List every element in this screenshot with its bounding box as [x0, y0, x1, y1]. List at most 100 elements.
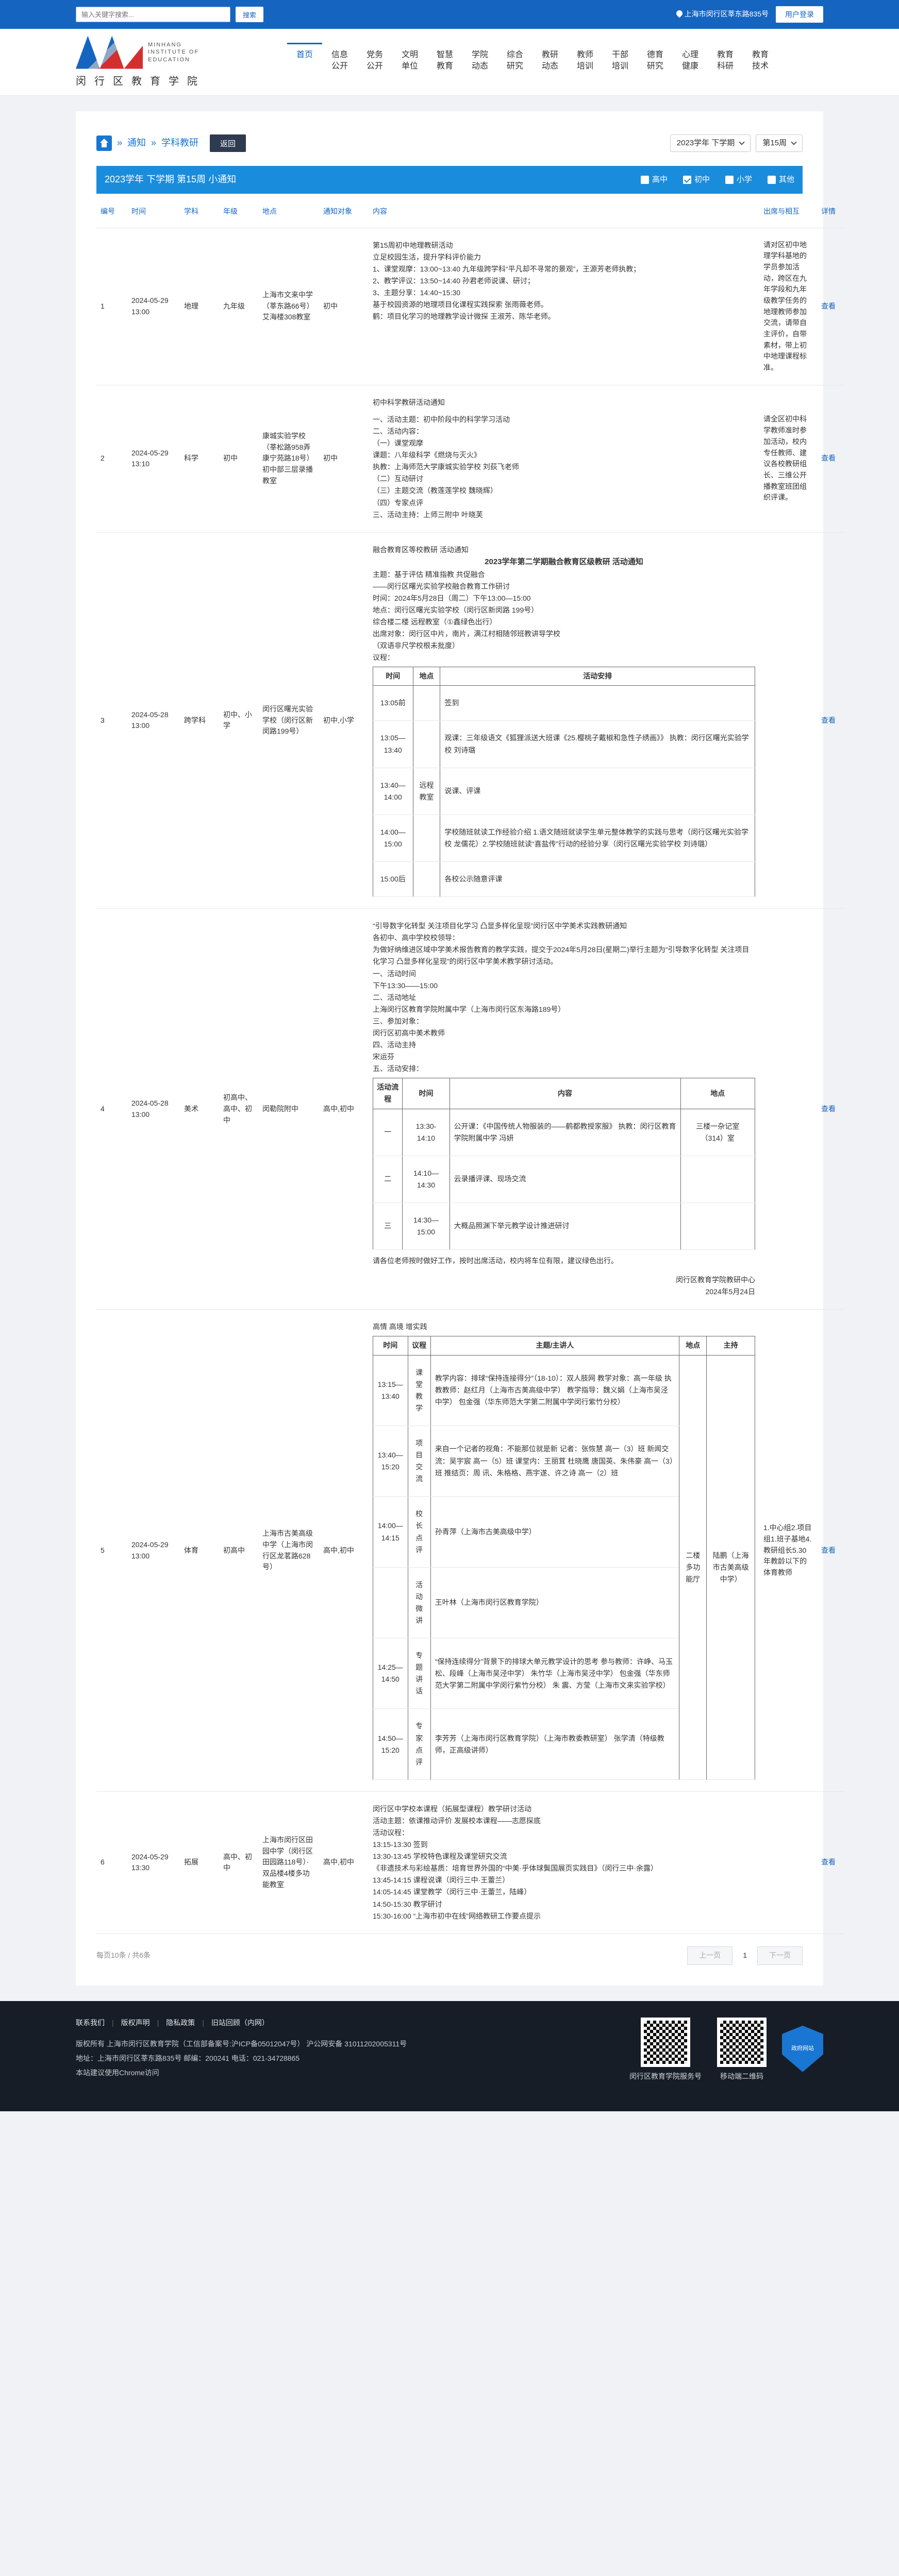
level-checkbox-3[interactable]: 其他 — [767, 174, 794, 185]
view-detail-link[interactable]: 查看 — [821, 1858, 836, 1867]
nav-item-13[interactable]: 教育技术 — [743, 43, 778, 82]
checkbox-icon[interactable] — [682, 176, 691, 184]
footer-link-separator: | — [112, 2018, 114, 2027]
week-select[interactable]: 第15周 — [756, 134, 803, 152]
level-checkbox-0[interactable]: 高中 — [640, 174, 668, 185]
level-checkbox-1[interactable]: 初中 — [682, 174, 710, 185]
agenda-content: 教学内容：排球“保持连接得分”（18-10）：双人肢网 教学对象：高一年级 执教… — [430, 1354, 680, 1426]
nav-item-9[interactable]: 干部培训 — [603, 43, 638, 82]
cell-grade: 初高中 — [219, 1309, 258, 1792]
cell-place: 上海市古美高级中学（上海市闵行区龙茗路628号） — [258, 1309, 319, 1792]
breadcrumb-notice[interactable]: 通知 — [127, 138, 146, 148]
nav-item-7[interactable]: 教研动态 — [532, 43, 568, 82]
view-detail-link[interactable]: 查看 — [821, 454, 836, 463]
agenda-header-cell: 活动流程 — [372, 1078, 403, 1109]
agenda-item: 课堂教学 — [407, 1354, 431, 1426]
level-checkbox-2[interactable]: 小学 — [725, 174, 752, 185]
gov-badge-icon[interactable]: 政府网站 — [782, 2025, 823, 2072]
banner-title: 2023学年 下学期 第15周 小通知 — [105, 174, 237, 185]
footer-link[interactable]: 旧站回顾（内网） — [211, 2018, 269, 2027]
content-line: 各初中、高中学校校领导： — [373, 934, 459, 942]
nav-item-6[interactable]: 综合研究 — [497, 43, 532, 82]
logo-en-text: MINHANG INSTITUTE OF EDUCATION — [148, 42, 199, 63]
nav-item-1[interactable]: 信息公开 — [322, 43, 357, 82]
cell-place: 上海市闵行区田园中学（闵行区田园路118号）·双品楼4楼多功能教室 — [258, 1791, 319, 1934]
content-title: 2023学年第二学期融合教育区级教研 活动通知 — [485, 557, 643, 566]
nav-item-label: 德育研究 — [646, 50, 663, 71]
nav-item-0[interactable]: 首页 — [287, 43, 322, 82]
nav-item-5[interactable]: 学院动态 — [462, 43, 497, 82]
view-detail-link[interactable]: 查看 — [821, 716, 836, 724]
view-detail-link[interactable]: 查看 — [821, 301, 836, 310]
agenda-time: 13:05前 — [373, 685, 413, 721]
agenda-content: 大概品照渊下举元教学设计推进研讨 — [449, 1202, 681, 1250]
next-page-button[interactable]: 下一页 — [757, 1946, 803, 1965]
cell-content: 闵行区中学校本课程（拓展型课程）教学研讨活动活动主题：依课推动评价 发展校本课程… — [369, 1791, 759, 1934]
agenda-time: 14:00—14:15 — [373, 1496, 408, 1568]
home-icon[interactable] — [96, 135, 112, 151]
site-logo[interactable]: MINHANG INSTITUTE OF EDUCATION 闵行区教育学院 — [76, 36, 241, 89]
agenda-step: 一 — [372, 1108, 403, 1156]
content-line: （四）专家点评 — [373, 498, 423, 507]
top-bar: 搜索 上海市闵行区莘东路835号 用户登录 — [0, 0, 899, 29]
agenda-time — [373, 1567, 408, 1639]
content-line: 一、活动主题：初中阶段中的科学学习活动 — [373, 415, 510, 423]
nav-item-3[interactable]: 文明单位 — [392, 43, 427, 82]
prev-page-button[interactable]: 上一页 — [687, 1946, 733, 1965]
cell-subject: 跨学科 — [180, 532, 219, 909]
cell-target: 初中 — [319, 385, 369, 533]
nav-item-12[interactable]: 教育科研 — [708, 43, 743, 82]
view-detail-link[interactable]: 查看 — [821, 1104, 836, 1113]
cell-detail: 查看 — [817, 385, 844, 533]
agenda-header-cell: 时间 — [402, 1078, 450, 1109]
content-line: 初中科学教研活动通知 — [373, 398, 445, 406]
content-line: 二、活动地址 — [373, 993, 416, 1002]
cell-target: 初中,小学 — [319, 532, 369, 909]
nav-item-4[interactable]: 智慧教育 — [427, 43, 462, 82]
agenda-time: 13:40—15:20 — [373, 1425, 408, 1497]
content-line: 闵行区教育学院教研中心 — [676, 1276, 755, 1284]
nav-item-10[interactable]: 德育研究 — [638, 43, 673, 82]
nav-item-11[interactable]: 心理健康 — [673, 43, 708, 82]
content-line: 鹤：项目化学习的地理教学设计微探 王淑芳、陈华老师。 — [373, 312, 555, 321]
login-button[interactable]: 用户登录 — [776, 6, 823, 23]
term-select[interactable]: 2023学年 下学期 — [670, 134, 751, 152]
nav-item-8[interactable]: 教师培训 — [568, 43, 603, 82]
footer-link[interactable]: 版权声明 — [121, 2018, 150, 2027]
content-line: “引导数字化转型 关注项目化学习 凸显多样化呈现”闵行区中学美术实践教研通知 — [373, 922, 627, 930]
agenda-row: 13:05前签到 — [373, 685, 755, 721]
cell-attend: 请对区初中地理学科基地的学员参加活动，跨区在九年学段和九年级教学任务的地理教师参… — [759, 228, 817, 385]
agenda-header: 活动流程时间内容地点 — [372, 1078, 755, 1109]
footer-link[interactable]: 隐私政策 — [166, 2018, 195, 2027]
agenda-header: 时间议程主题/主讲人地点主持 — [373, 1336, 755, 1355]
column-header: 内容 — [369, 196, 759, 228]
cell-no: 3 — [96, 532, 127, 909]
nav-item-label: 学院动态 — [471, 50, 488, 71]
search-input[interactable] — [76, 7, 230, 22]
nav-item-2[interactable]: 党务公开 — [357, 43, 392, 82]
checkbox-icon[interactable] — [767, 176, 776, 184]
checkbox-icon[interactable] — [725, 176, 734, 184]
cell-grade: 九年级 — [219, 228, 258, 385]
search-button[interactable]: 搜索 — [236, 7, 264, 22]
view-detail-link[interactable]: 查看 — [821, 1546, 836, 1554]
footer-info: 版权所有 上海市闵行区教育学院（工信部备案号:沪ICP备05012047号） 沪… — [76, 2037, 407, 2080]
column-header: 出席与相互 — [759, 196, 817, 228]
breadcrumb-subject[interactable]: 学科教研 — [161, 138, 199, 148]
footer-link[interactable]: 联系我们 — [76, 2018, 105, 2027]
back-button[interactable]: 返回 — [210, 134, 246, 152]
column-header: 详情 — [817, 196, 844, 228]
agenda-row: 15:00后各校公示随意评课 — [373, 861, 755, 897]
content-line: 1、课堂观摩：13:00~13:40 九年级跨学科“平凡却不寻常的景观”，王源芳… — [373, 264, 641, 273]
current-page[interactable]: 1 — [743, 1951, 747, 1959]
content-line: 综合楼二楼 远程教室（①鑫绿色出行） — [373, 617, 497, 626]
checkbox-icon[interactable] — [640, 176, 649, 184]
